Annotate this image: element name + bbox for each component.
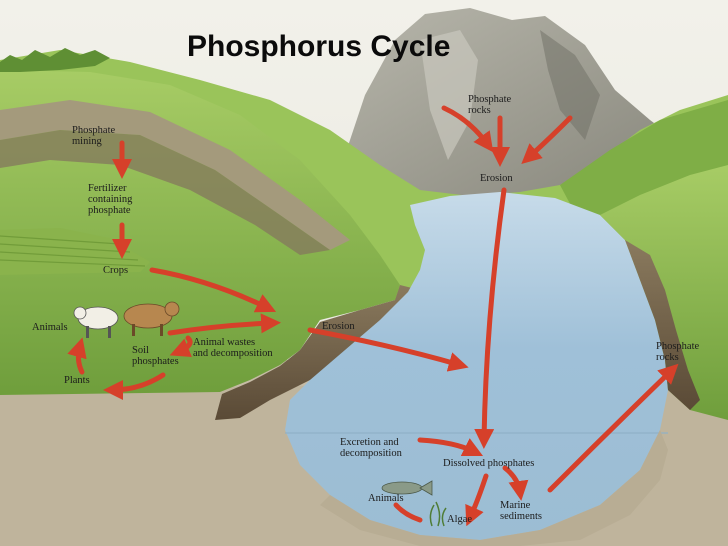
label-dissolved-phosphates: Dissolved phosphates [443,458,535,469]
label-excretion: Excretion and decomposition [340,437,402,459]
label-soil-phosphates: Soil phosphates [132,345,179,367]
label-phosphate-rocks-mountain: Phosphate rocks [468,94,512,116]
label-animals-land: Animals [32,322,68,333]
label-phosphate-mining: Phosphate mining [72,125,116,147]
diagram-title: Phosphorus Cycle [187,30,451,63]
label-marine-sediments: Marine sediments [500,500,542,522]
label-algae: Algae [447,514,473,525]
cycle-arrows [67,105,679,527]
label-fertilizer: Fertilizer containing phosphate [88,183,133,216]
label-plants: Plants [64,375,90,386]
fish-illustration [381,480,433,496]
label-erosion-land: Erosion [322,321,355,332]
label-animal-wastes: Animal wastes and decomposition [193,337,273,359]
label-erosion-mountain: Erosion [480,173,513,184]
label-crops: Crops [103,265,129,276]
label-phosphate-rocks-right: Phosphate rocks [656,341,700,363]
cow-illustration [73,301,180,338]
label-animals-water: Animals [368,493,404,504]
algae-illustration [429,501,447,527]
